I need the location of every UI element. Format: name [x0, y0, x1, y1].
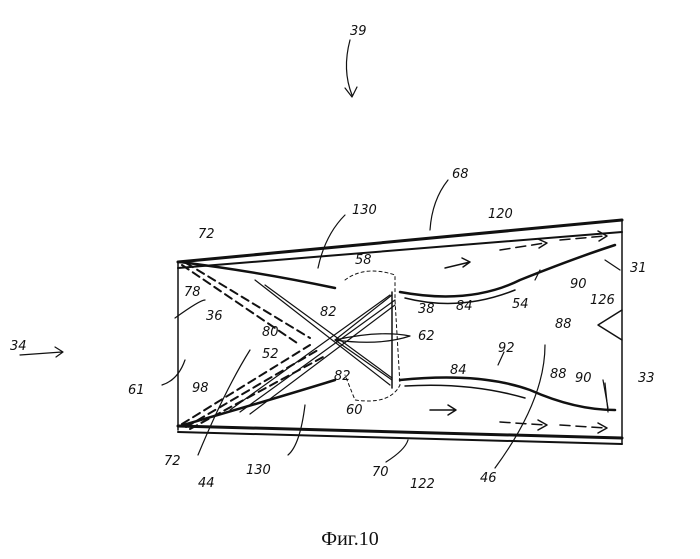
- label-61: 61: [128, 383, 145, 398]
- dashed-rays: [181, 262, 326, 430]
- flow-arrows: [429, 230, 608, 434]
- label-120: 120: [488, 207, 513, 222]
- housing: [176, 218, 624, 445]
- label-60: 60: [346, 403, 363, 418]
- label-90-top: 90: [570, 277, 587, 292]
- figure-caption: Фиг.10: [321, 528, 378, 550]
- label-130-bottom: 130: [246, 463, 271, 478]
- label-68: 68: [452, 167, 469, 182]
- label-72-top: 72: [198, 227, 215, 242]
- label-126: 126: [590, 293, 615, 308]
- label-82-bottom: 82: [334, 369, 351, 384]
- label-92: 92: [498, 341, 515, 356]
- crossing-rays: [229, 279, 411, 415]
- label-31: 31: [630, 261, 647, 276]
- label-88-top: 88: [555, 317, 572, 332]
- label-122: 122: [410, 477, 435, 492]
- label-82-top: 82: [320, 305, 337, 320]
- label-52: 52: [262, 347, 279, 362]
- label-36: 36: [206, 309, 223, 324]
- vanes: [178, 243, 617, 428]
- label-38: 38: [418, 302, 435, 317]
- label-54: 54: [512, 297, 529, 312]
- label-46: 46: [480, 471, 497, 486]
- label-70: 70: [372, 465, 389, 480]
- label-58: 58: [355, 253, 372, 268]
- label-33: 33: [638, 371, 655, 386]
- label-84-top: 84: [456, 299, 473, 314]
- label-72-bottom: 72: [164, 454, 181, 469]
- label-78: 78: [184, 285, 201, 300]
- label-80: 80: [262, 325, 279, 340]
- label-130-top: 130: [352, 203, 377, 218]
- label-88-bottom: 88: [550, 367, 567, 382]
- label-90-bottom: 90: [575, 371, 592, 386]
- label-44: 44: [198, 476, 215, 491]
- leader-lines: [19, 39, 621, 469]
- label-39: 39: [350, 24, 367, 39]
- label-34: 34: [10, 339, 27, 354]
- label-62: 62: [418, 329, 435, 344]
- label-84-bottom: 84: [450, 363, 467, 378]
- chamber-boundary: [344, 270, 401, 402]
- label-98: 98: [192, 381, 209, 396]
- reference-labels: 39 68 130 120 72 78 58 31 36 82 38 84 54…: [10, 24, 655, 492]
